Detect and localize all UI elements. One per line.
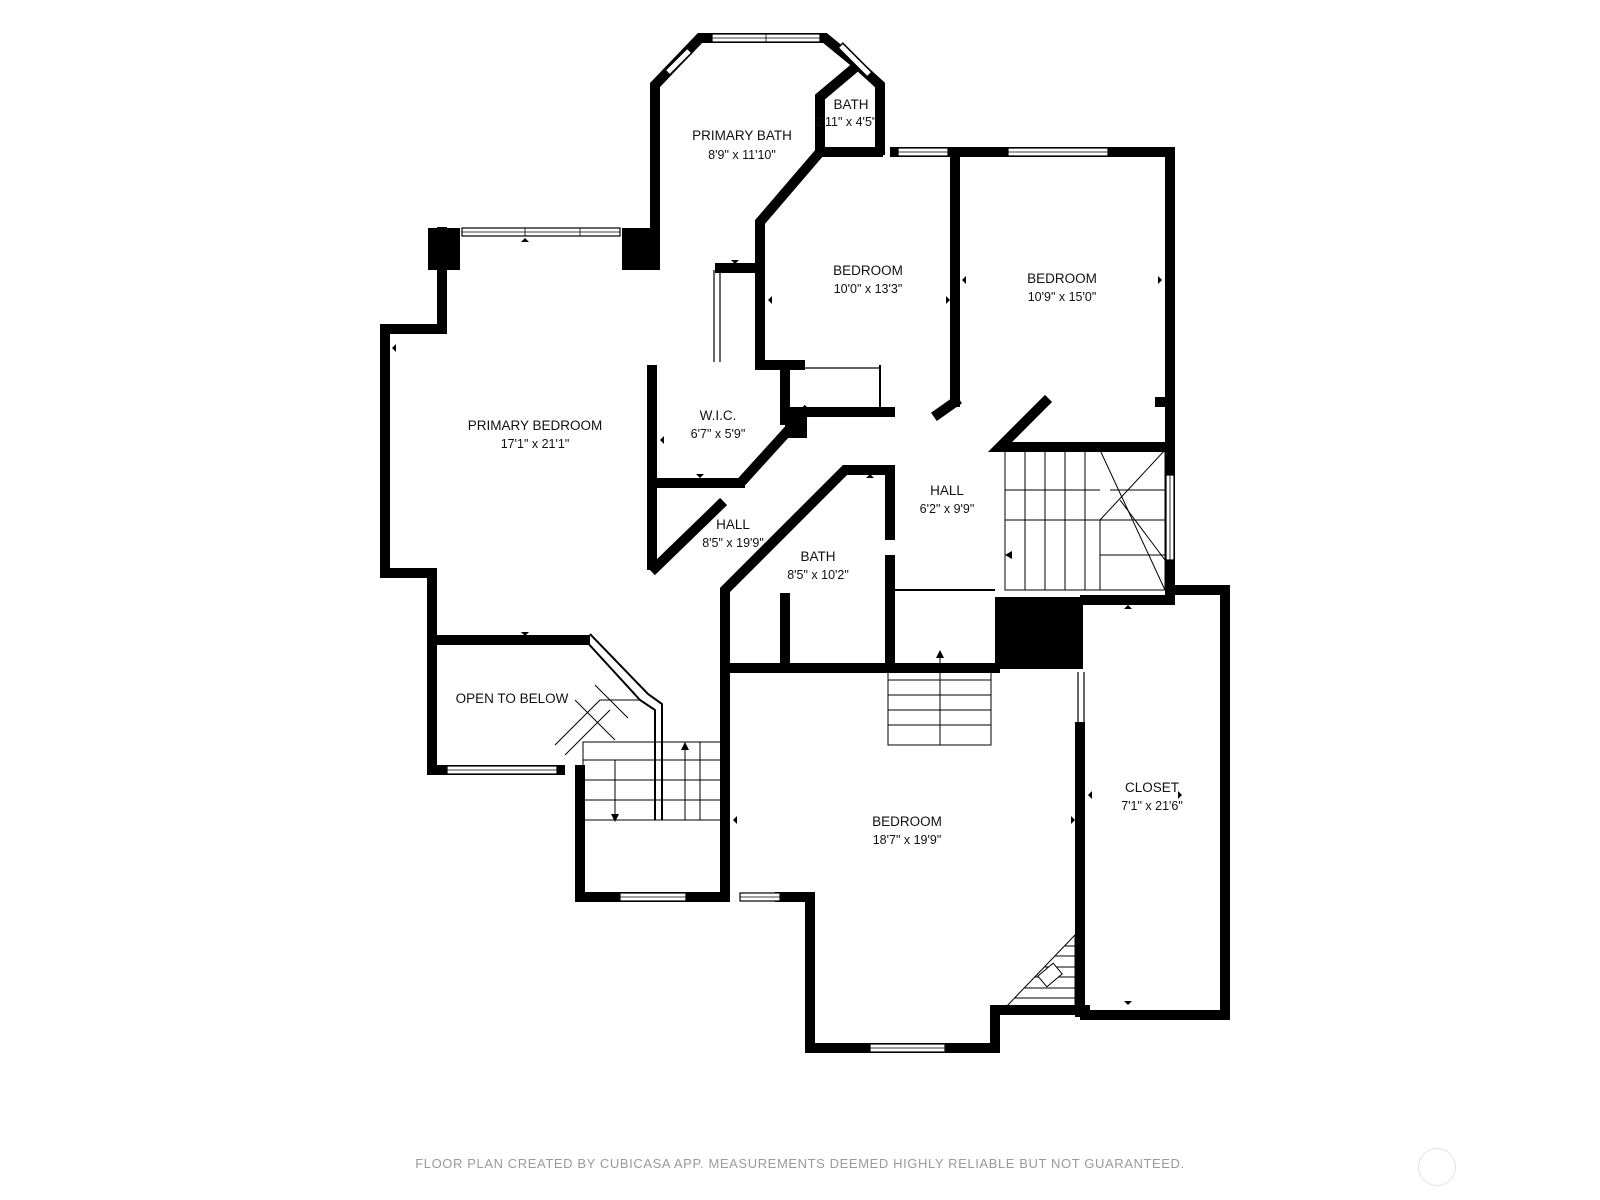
compass-icon: [1418, 1148, 1456, 1186]
window-primary-bath-top: [711, 33, 821, 43]
bath-hall-name: BATH: [800, 549, 835, 564]
primary-bath-wall: [650, 33, 885, 270]
bedroom1-name: BEDROOM: [833, 263, 903, 278]
small-bath-wall: [815, 57, 866, 155]
lower-left-wall: [575, 765, 728, 902]
room-labels: PRIMARY BATH 8'9" x 11'10" BATH 2'11" x …: [456, 97, 1183, 847]
closet-name: CLOSET: [1125, 780, 1179, 795]
small-bath-name: BATH: [833, 97, 868, 112]
hall-diagonal-mid-wall: [647, 497, 728, 576]
stairs-closet-corner: [1003, 933, 1076, 1009]
closet-dims: 7'1" x 21'6": [1121, 799, 1183, 813]
primary-bedroom-outer-wall: [380, 227, 565, 775]
window-bedroom3-left: [739, 892, 781, 902]
hall-upper-dims: 6'2" x 9'9": [920, 502, 975, 516]
window-bedroom2-top: [1007, 147, 1109, 157]
walls: [380, 33, 1230, 1053]
windows: [446, 33, 1175, 1053]
pillar-hall: [785, 408, 807, 438]
window-open-below: [446, 765, 558, 775]
bath-hall-dims: 8'5" x 10'2": [787, 568, 849, 582]
chimney-block: [995, 597, 1083, 669]
wic-name: W.I.C.: [700, 408, 737, 423]
door-openings: [713, 270, 1085, 727]
pillars: [428, 228, 1083, 669]
open-to-below-name: OPEN TO BELOW: [456, 691, 569, 706]
hall-lower-name: HALL: [716, 517, 750, 532]
bedroom2-right-wall: [1080, 147, 1230, 1020]
window-lower-left: [619, 892, 687, 902]
primary-bath-name: PRIMARY BATH: [692, 128, 792, 143]
hall-lower-dims: 8'5" x 19'9": [702, 536, 764, 550]
bedroom1-dims: 10'0" x 13'3": [834, 282, 903, 296]
bath-hall-wall: [720, 465, 895, 673]
window-bedroom1-top: [897, 147, 949, 157]
window-stair-right: [1165, 474, 1175, 561]
primary-bedroom-dims: 17'1" x 21'1": [501, 437, 570, 451]
stairs-upper-right: [1004, 449, 1166, 591]
window-bedroom3-bottom: [869, 1043, 946, 1053]
primary-bedroom-name: PRIMARY BEDROOM: [468, 418, 603, 433]
stairs-center: [887, 650, 992, 746]
hall-upper-name: HALL: [930, 483, 964, 498]
bedroom3-dims: 18'7" x 19'9": [873, 833, 942, 847]
window-small-bath-diag: [837, 42, 873, 78]
small-bath-dims: 2'11" x 4'5": [816, 115, 877, 129]
bedroom1-wall: [755, 144, 828, 370]
bedroom2-dims: 10'9" x 15'0": [1028, 290, 1097, 304]
wic-dims: 6'7" x 5'9": [691, 427, 746, 441]
bedroom-corner-wall: [931, 395, 962, 421]
window-primary-bath-diag-left: [664, 47, 693, 76]
window-primary-bedroom-top: [461, 227, 621, 237]
bedroom2-name: BEDROOM: [1027, 271, 1097, 286]
stair-rail-inner: [589, 633, 663, 820]
stair-rail: [584, 639, 656, 820]
footer-disclaimer: FLOOR PLAN CREATED BY CUBICASA APP. MEAS…: [415, 1156, 1185, 1171]
stairs: [554, 449, 1166, 1009]
pillar-nw: [428, 228, 460, 270]
bedroom3-name: BEDROOM: [872, 814, 942, 829]
primary-bath-dims: 8'9" x 11'10": [708, 148, 776, 162]
pillar-ne: [622, 228, 658, 270]
stairs-lower-left: [554, 684, 724, 822]
hall-stair-wall: [987, 394, 1170, 452]
measurement-ticks: [392, 238, 1182, 1005]
